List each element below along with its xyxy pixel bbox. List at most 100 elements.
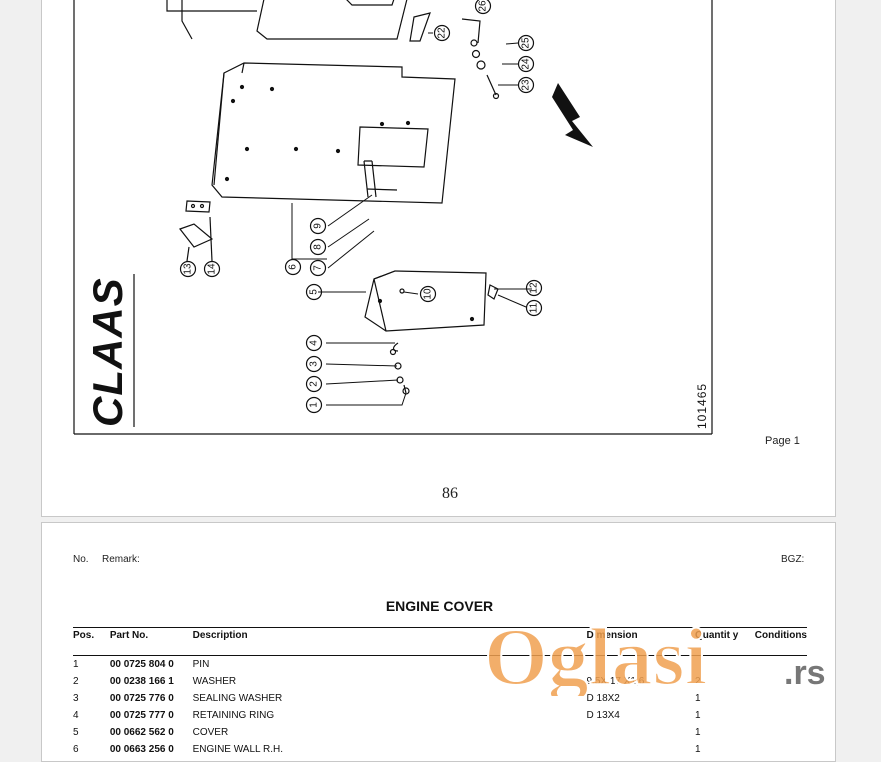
cell-quantity: 2 xyxy=(694,676,701,687)
cell-pos: 1 xyxy=(73,659,79,670)
bgz-label: BGZ: xyxy=(781,554,805,565)
cell-description: WASHER xyxy=(192,676,237,687)
col-quantity: Quantit y xyxy=(694,627,755,656)
cover-part xyxy=(364,270,499,395)
cell-quantity: 1 xyxy=(694,710,701,721)
callout-2: 2 xyxy=(305,375,323,393)
svg-text:6: 6 xyxy=(288,264,299,270)
col-dimension: Dimension xyxy=(586,627,695,656)
no-label: No. xyxy=(73,554,89,565)
table-row: 2 00 0238 166 1 WASHER 9.5X 17 X1,6 2 xyxy=(73,673,807,690)
parts-table-header: Pos. Part No. Description Dimension Quan… xyxy=(73,627,807,656)
cell-dimension: D 13X4 xyxy=(586,710,620,721)
svg-text:25: 25 xyxy=(521,37,532,49)
callout-6: 6 xyxy=(284,258,302,276)
top-partial-parts xyxy=(166,0,500,100)
direction-arrow xyxy=(552,83,593,147)
callout-22: 22 xyxy=(433,24,451,42)
svg-text:3: 3 xyxy=(309,361,320,367)
col-pos: Pos. xyxy=(73,627,110,656)
section-title: ENGINE COVER xyxy=(385,598,494,614)
table-row: 5 00 0662 562 0 COVER 1 xyxy=(73,724,807,741)
cell-quantity: 1 xyxy=(694,693,701,704)
claas-brand-logo: CLAAS xyxy=(84,277,131,427)
cell-dimension: 9.5X 17 X1,6 xyxy=(586,676,645,687)
cell-part-no: 00 0238 166 1 xyxy=(109,676,174,687)
cell-description: SEALING WASHER xyxy=(192,693,283,704)
cell-description: PIN xyxy=(192,659,210,670)
cell-quantity: 1 xyxy=(694,727,701,738)
table-row: 1 00 0725 804 0 PIN xyxy=(73,656,807,674)
callout-1: 1 xyxy=(305,396,323,414)
engine-wall-panel xyxy=(211,62,456,204)
col-part-no: Part No. xyxy=(109,627,193,656)
bracket-parts xyxy=(179,200,214,262)
cell-quantity xyxy=(695,656,755,674)
cell-pos: 3 xyxy=(73,693,79,704)
callout-10: 10 xyxy=(419,285,437,303)
callout-7: 7 xyxy=(309,259,327,277)
cell-part-no: 00 0725 776 0 xyxy=(109,693,174,704)
callout-11: 11 xyxy=(525,299,543,317)
svg-text:2: 2 xyxy=(309,381,320,387)
cell-pos: 5 xyxy=(73,727,79,738)
parts-table: Pos. Part No. Description Dimension Quan… xyxy=(73,627,807,758)
callout-24: 24 xyxy=(517,55,535,73)
cell-part-no: 00 0663 256 0 xyxy=(109,744,174,755)
cell-part-no: 00 0725 804 0 xyxy=(109,659,174,670)
cell-description: ENGINE WALL R.H. xyxy=(192,744,284,755)
svg-text:5: 5 xyxy=(309,289,320,295)
svg-text:14: 14 xyxy=(207,263,218,275)
drawing-frame xyxy=(73,0,713,435)
svg-text:1: 1 xyxy=(309,402,320,408)
catalog-page-drawing: 26 22 25 24 23 9 8 7 6 13 14 5 10 12 11 … xyxy=(41,0,836,517)
callout-3: 3 xyxy=(305,355,323,373)
table-row: 6 00 0663 256 0 ENGINE WALL R.H. 1 xyxy=(73,741,807,758)
col-description: Description xyxy=(192,627,587,656)
svg-text:9: 9 xyxy=(313,223,324,229)
callout-9: 9 xyxy=(309,217,327,235)
svg-text:10: 10 xyxy=(423,288,434,300)
svg-text:24: 24 xyxy=(521,58,532,70)
callout-12: 12 xyxy=(525,279,543,297)
callout-4: 4 xyxy=(305,334,323,352)
callout-8: 8 xyxy=(309,238,327,256)
callout-leaders xyxy=(291,32,532,406)
col-conditions: Conditions xyxy=(754,627,807,656)
drawing-number: 101465 xyxy=(695,383,709,429)
callout-markers: 26 22 25 24 23 9 8 7 6 13 14 5 10 12 11 … xyxy=(179,0,543,414)
table-row: 3 00 0725 776 0 SEALING WASHER D 18X2 1 xyxy=(73,690,807,707)
cell-part-no: 00 0725 777 0 xyxy=(109,710,174,721)
cell-dimension xyxy=(587,656,695,674)
cell-description: COVER xyxy=(192,727,229,738)
cell-dimension xyxy=(587,724,695,741)
svg-text:26: 26 xyxy=(478,0,489,12)
svg-text:11: 11 xyxy=(529,302,540,313)
cell-dimension: D 18X2 xyxy=(586,693,620,704)
page-label: Page 1 xyxy=(765,435,800,447)
callout-23: 23 xyxy=(517,76,535,94)
cell-part-no: 00 0662 562 0 xyxy=(109,727,174,738)
cell-conditions xyxy=(755,724,807,741)
callout-25: 25 xyxy=(517,34,535,52)
cell-conditions xyxy=(755,741,807,758)
callout-13: 13 xyxy=(179,260,197,278)
svg-text:12: 12 xyxy=(529,282,540,294)
svg-text:22: 22 xyxy=(437,27,448,39)
page-number: 86 xyxy=(442,485,458,502)
svg-text:13: 13 xyxy=(183,263,194,275)
svg-text:8: 8 xyxy=(313,244,324,250)
svg-text:23: 23 xyxy=(521,79,532,91)
table-row: 4 00 0725 777 0 RETAINING RING D 13X4 1 xyxy=(73,707,807,724)
cell-conditions xyxy=(755,707,807,724)
remark-label: Remark: xyxy=(102,554,140,565)
exploded-parts-drawing: 26 22 25 24 23 9 8 7 6 13 14 5 10 12 11 … xyxy=(73,0,713,435)
cell-conditions xyxy=(755,690,807,707)
cell-pos: 4 xyxy=(73,710,79,721)
cell-conditions xyxy=(755,673,807,690)
svg-text:4: 4 xyxy=(309,340,320,346)
cell-quantity: 1 xyxy=(694,744,701,755)
cell-pos: 6 xyxy=(73,744,79,755)
callout-14: 14 xyxy=(203,260,221,278)
cell-pos: 2 xyxy=(73,676,79,687)
